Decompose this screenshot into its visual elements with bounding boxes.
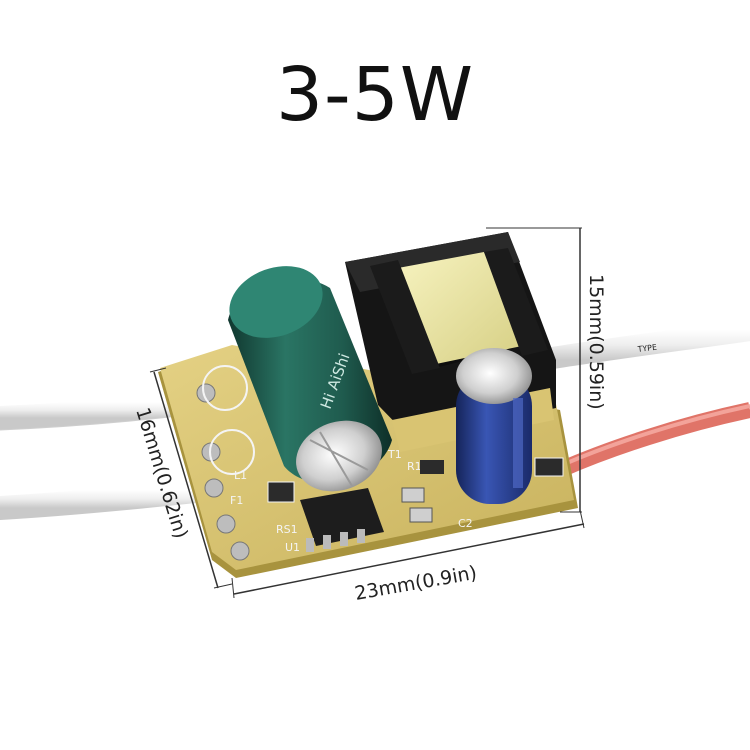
dimension-height: 15mm(0.59in): [486, 227, 607, 513]
wire-print: TYPE: [637, 343, 657, 354]
solder-pad: [216, 514, 236, 534]
smd-component: [267, 481, 295, 503]
label-c2: C2: [458, 517, 473, 530]
transformer: [345, 232, 556, 452]
green-capacitor: Hi AiShi: [228, 266, 392, 492]
label-r1: R1: [407, 460, 422, 473]
ic-chip: [300, 488, 384, 552]
solder-pad: [196, 383, 216, 403]
blue-capacitor: [456, 348, 532, 504]
height-label: 15mm(0.59in): [585, 274, 607, 410]
red-wire: [556, 402, 750, 478]
smd-component: [409, 507, 433, 523]
white-wire-bottom: [0, 478, 217, 520]
product-title: 3-5W: [275, 52, 475, 138]
white-wire-top: [0, 390, 207, 431]
label-t1: T1: [387, 448, 402, 461]
solder-pad: [230, 541, 250, 561]
label-f1: F1: [230, 494, 243, 507]
label-l1: L1: [234, 469, 247, 482]
white-wire-right: TYPE: [538, 319, 750, 371]
solder-pad: [204, 478, 224, 498]
label-rs1: RS1: [276, 523, 298, 536]
length-label: 23mm(0.9in): [353, 562, 479, 605]
smd-component: [401, 487, 425, 503]
label-u1: U1: [285, 541, 300, 554]
smd-resistor: [534, 457, 564, 477]
smd-component: [420, 460, 444, 474]
capacitor-top: [456, 348, 532, 404]
transformer-coil: [398, 252, 522, 364]
